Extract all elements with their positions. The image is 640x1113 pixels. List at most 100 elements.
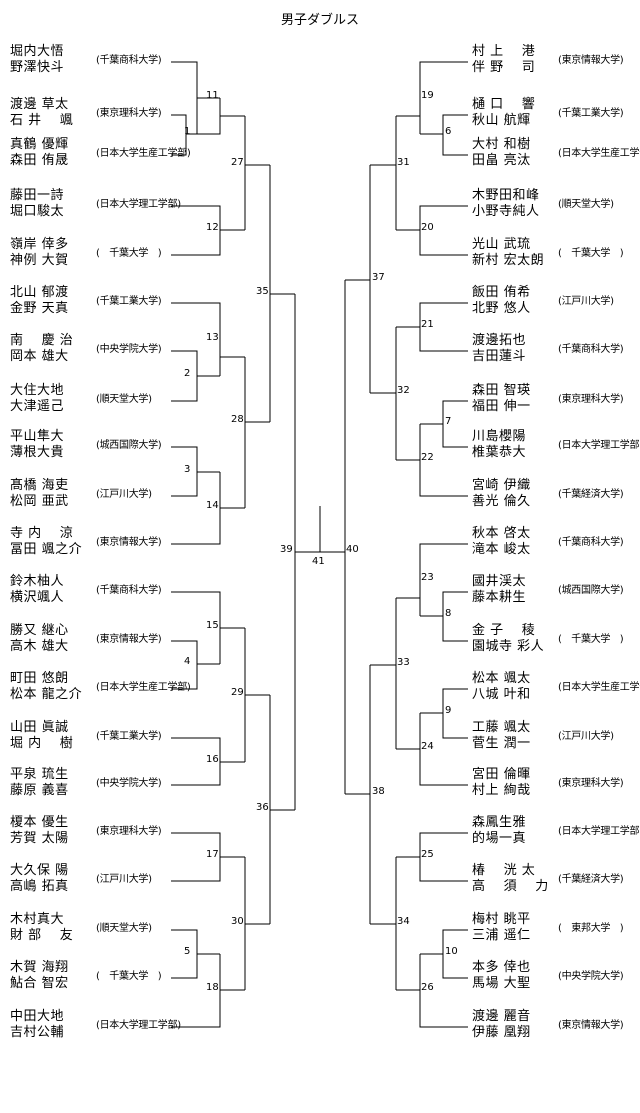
match-number: 4 <box>184 656 191 667</box>
school-name: ( 東邦大学 ) <box>558 923 624 934</box>
school-name: (順天堂大学) <box>96 923 152 934</box>
player-name: 中田大地 <box>10 1009 65 1024</box>
player-name: 吉田蓮斗 <box>472 349 527 364</box>
match-number: 18 <box>206 982 219 993</box>
school-name: (千葉工業大学) <box>96 731 162 742</box>
player-name: 野澤快斗 <box>10 60 65 75</box>
school-name: (日本大学理工学部) <box>96 1020 181 1031</box>
school-name: (江戸川大学) <box>558 296 614 307</box>
player-name: 梅村 眺平 <box>472 912 531 927</box>
player-name: 嶺岸 倖多 <box>10 237 69 252</box>
player-name: 飯田 侑希 <box>472 285 531 300</box>
bracket-line <box>244 116 270 166</box>
player-name: 藤田一詩 <box>10 188 65 203</box>
school-name: (順天堂大学) <box>96 394 152 405</box>
player-name: 國井渓太 <box>472 574 527 589</box>
school-name: (日本大学生産工学部) <box>96 682 191 693</box>
player-name: 山田 眞誠 <box>10 720 69 735</box>
player-name: 鮎合 智宏 <box>10 976 69 991</box>
player-name: 森田 智瑛 <box>472 383 531 398</box>
match-number: 3 <box>184 464 191 475</box>
school-name: (東京理科大学) <box>558 394 624 405</box>
player-name: 木村真大 <box>10 912 65 927</box>
player-name: 村 上 港 <box>472 44 536 59</box>
match-number: 13 <box>206 332 219 343</box>
match-number: 17 <box>206 849 219 860</box>
player-name: 滝本 峻太 <box>472 542 531 557</box>
match-number: 21 <box>421 319 434 330</box>
bracket-line <box>171 97 220 135</box>
player-name: 松本 颯太 <box>472 671 531 686</box>
match-number: 19 <box>421 90 434 101</box>
player-name: 真鶴 優輝 <box>10 137 69 152</box>
player-name: 堀内大悟 <box>10 44 65 59</box>
player-name: 松本 龍之介 <box>10 687 83 702</box>
player-name: 鈴木柚人 <box>10 574 65 589</box>
school-name: (江戸川大学) <box>96 489 152 500</box>
match-number: 38 <box>372 786 385 797</box>
school-name: (順天堂大学) <box>558 199 614 210</box>
bracket-line <box>197 98 221 135</box>
player-name: 松岡 亜武 <box>10 494 69 509</box>
school-name: (千葉商科大学) <box>558 537 624 548</box>
player-name: 伊藤 凰翔 <box>472 1025 531 1040</box>
match-number: 37 <box>372 272 385 283</box>
school-name: (千葉経済大学) <box>558 489 624 500</box>
player-name: 藤本耕生 <box>472 590 527 605</box>
match-number: 11 <box>206 90 219 101</box>
match-number: 20 <box>421 222 434 233</box>
school-name: (中央学院大学) <box>558 971 624 982</box>
player-name: 椿 洸 太 <box>472 863 536 878</box>
school-name: (日本大学生産工学部) <box>558 148 640 159</box>
player-name: 財 部 友 <box>10 928 74 943</box>
player-name: 北山 郁渡 <box>10 285 69 300</box>
school-name: ( 千葉大学 ) <box>96 248 162 259</box>
player-name: 渡邊拓也 <box>472 333 527 348</box>
bracket-line <box>419 713 468 786</box>
match-number: 8 <box>445 608 452 619</box>
player-name: 木賀 海翔 <box>10 960 69 975</box>
school-name: ( 千葉大学 ) <box>558 248 624 259</box>
player-name: 園城寺 彩人 <box>472 639 545 654</box>
player-name: 森鳳生雅 <box>472 815 527 830</box>
school-name: (江戸川大学) <box>96 874 152 885</box>
match-number: 23 <box>421 572 434 583</box>
school-name: (城西国際大学) <box>96 440 162 451</box>
player-name: 堀口駿太 <box>10 204 65 219</box>
match-number: 32 <box>397 385 410 396</box>
bracket-line <box>171 954 221 1028</box>
bracket-line <box>171 134 187 156</box>
player-name: 三浦 遥仁 <box>472 928 531 943</box>
school-name: (日本大学理工学部) <box>558 440 640 451</box>
player-name: 金 子 稜 <box>472 623 536 638</box>
match-number: 5 <box>184 946 191 957</box>
match-number: 33 <box>397 657 410 668</box>
match-number: 15 <box>206 620 219 631</box>
bracket-line <box>419 954 468 1028</box>
bracket-line <box>171 61 198 98</box>
player-name: 大久保 陽 <box>10 863 69 878</box>
school-name: (千葉商科大学) <box>96 55 162 66</box>
school-name: (東京情報大学) <box>96 537 162 548</box>
player-name: 寺 内 涼 <box>10 526 74 541</box>
player-name: 高嶋 拓真 <box>10 879 69 894</box>
school-name: (日本大学生産工学部) <box>96 148 191 159</box>
player-name: 渡邊 麗音 <box>472 1009 531 1024</box>
bracket-line <box>419 424 468 497</box>
player-name: 平泉 琉生 <box>10 767 69 782</box>
player-name: 工藤 颯太 <box>472 720 531 735</box>
match-number: 35 <box>256 286 269 297</box>
school-name: (東京理科大学) <box>96 108 162 119</box>
player-name: 勝又 継心 <box>10 623 69 638</box>
school-name: (中央学院大学) <box>96 344 162 355</box>
match-number: 10 <box>445 946 458 957</box>
player-name: 小野寺純人 <box>472 204 540 219</box>
player-name: 大住大地 <box>10 383 65 398</box>
match-number: 25 <box>421 849 434 860</box>
match-number: 34 <box>397 916 410 927</box>
player-name: 横沢颯人 <box>10 590 65 605</box>
match-number: 41 <box>312 556 325 567</box>
player-name: 北野 悠人 <box>472 301 531 316</box>
player-name: 芳賀 太陽 <box>10 831 69 846</box>
